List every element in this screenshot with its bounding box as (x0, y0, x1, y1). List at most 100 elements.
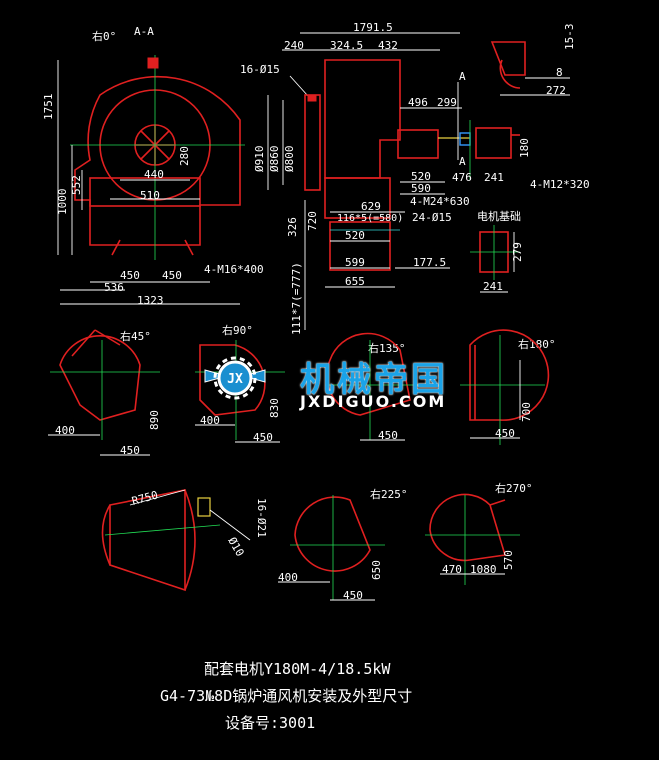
bearing-box (397, 129, 439, 159)
top-marker (147, 57, 159, 69)
flange (304, 94, 321, 191)
caption-line2: G4-73№8D锅炉通风机安装及外型尺寸 (160, 687, 413, 705)
dim-240: 240 (284, 39, 304, 52)
holes-24: 24-Ø15 (412, 211, 452, 224)
dim-280: 280 (178, 146, 191, 166)
rot225-housing (294, 496, 371, 572)
rot270-housing (429, 493, 507, 562)
rot0-label: 右0° (92, 29, 116, 43)
rot180-w450: 450 (495, 427, 515, 440)
section-a-top: A (459, 70, 466, 83)
dim-180: 180 (518, 138, 531, 158)
inlet-curve (101, 504, 111, 566)
view-side: 1791.5 240 324.5 432 16-Ø15 A A Ø910 Ø86… (240, 21, 590, 335)
rot180-housing (469, 329, 550, 421)
rot135-housing (326, 332, 411, 416)
inlet-body (109, 489, 186, 592)
section-a-bottom: A (459, 155, 466, 168)
section-aa-label: A-A (134, 25, 154, 38)
dim-510: 510 (140, 189, 160, 202)
rot270-h570: 570 (502, 550, 515, 570)
dim-d860: Ø860 (268, 146, 281, 173)
dim-450-a: 450 (120, 269, 140, 282)
dim-590: 590 (411, 182, 431, 195)
view-inlet: R750 16-Ø21 Ø10 (101, 488, 268, 592)
rot45-label: 右45° (120, 329, 151, 343)
rot270-label: 右270° (495, 481, 533, 495)
rot270-w470: 470 (442, 563, 462, 576)
scroll-housing (74, 75, 241, 246)
dim-111x7: 111*7(=777) (290, 262, 303, 335)
rot45-w400: 400 (55, 424, 75, 437)
detail-shape (490, 41, 526, 76)
view-rot45: 右45° 890 400 450 (48, 329, 161, 457)
dim-520-b: 520 (345, 229, 365, 242)
caption-line1: 配套电机Y180M-4/18.5kW (204, 660, 391, 678)
dim-450-b: 450 (162, 269, 182, 282)
rot225-h650: 650 (370, 560, 383, 580)
coupling-icon (459, 132, 471, 146)
dim-655: 655 (345, 275, 365, 288)
inlet-r750: R750 (130, 488, 159, 507)
motor-base-title: 电机基础 (477, 209, 521, 223)
dim-1323: 1323 (137, 294, 164, 307)
rot270-w1080: 1080 (470, 563, 497, 576)
flange-marker (307, 94, 317, 102)
holes-16: 16-Ø15 (240, 63, 280, 76)
dim-272: 272 (546, 84, 566, 97)
gear-icon (217, 360, 253, 396)
outlet-duct (324, 59, 401, 179)
view-rot270: 右270° 570 470 1080 (425, 481, 533, 585)
base-stand (329, 221, 391, 271)
dim-599: 599 (345, 256, 365, 269)
rot225-w400: 400 (278, 571, 298, 584)
bolts-m16: 4-M16*400 (204, 263, 264, 276)
dim-440: 440 (144, 168, 164, 181)
dim-552: 552 (70, 175, 83, 195)
dim-177: 177.5 (413, 256, 446, 269)
dim-720: 720 (306, 211, 319, 231)
rot90-label: 右90° (222, 323, 253, 337)
view-aa: 右0° A-A 1751 1000 552 440 510 280 450 45 (42, 25, 264, 307)
dim-299: 299 (437, 96, 457, 109)
dim-326: 326 (286, 217, 299, 237)
dim-279: 279 (511, 242, 524, 262)
bolts-m24: 4-M24*630 (410, 195, 470, 208)
dim-536: 536 (104, 281, 124, 294)
dim-d800: Ø800 (283, 146, 296, 173)
base-frame (89, 177, 201, 207)
dim-432: 432 (378, 39, 398, 52)
rot90-w450: 450 (253, 431, 273, 444)
rot225-w450: 450 (343, 589, 363, 602)
dim-629: 629 (361, 200, 381, 213)
detail-top-right: 8 272 15-3 (490, 24, 576, 97)
dim-1791: 1791.5 (353, 21, 393, 34)
view-rot225: 右225° 650 400 450 (278, 487, 408, 602)
dim-241: 241 (484, 171, 504, 184)
watermark-site: JXDIGUO.COM (300, 392, 447, 411)
housing-lower (324, 177, 391, 219)
dim-d910: Ø910 (253, 146, 266, 173)
motor (475, 127, 512, 159)
dim-241-base: 241 (483, 280, 503, 293)
rot135-w450: 450 (378, 429, 398, 442)
rot45-h890: 890 (148, 410, 161, 430)
bolts-m12: 4-M12*320 (530, 178, 590, 191)
rot225-label: 右225° (370, 487, 408, 501)
rot45-w450: 450 (120, 444, 140, 457)
watermark-brand: 机械帝国 (300, 360, 448, 400)
dim-476: 476 (452, 171, 472, 184)
inlet-holes: 16-Ø21 (255, 498, 268, 538)
rot45-housing (59, 335, 141, 421)
dim-520-a: 520 (411, 170, 431, 183)
inlet-d10: Ø10 (225, 535, 246, 559)
inlet-bolt-group (197, 497, 211, 517)
dim-324: 324.5 (330, 39, 363, 52)
detail-arc (499, 59, 521, 89)
rot90-w400: 400 (200, 414, 220, 427)
logo-letters: JX (227, 372, 243, 387)
view-rot135: 右135° 450 (325, 332, 420, 442)
dim-1751: 1751 (42, 94, 55, 121)
caption-line3: 设备号:3001 (225, 714, 316, 732)
dim-116x5: 116*5(=580) (337, 213, 403, 224)
